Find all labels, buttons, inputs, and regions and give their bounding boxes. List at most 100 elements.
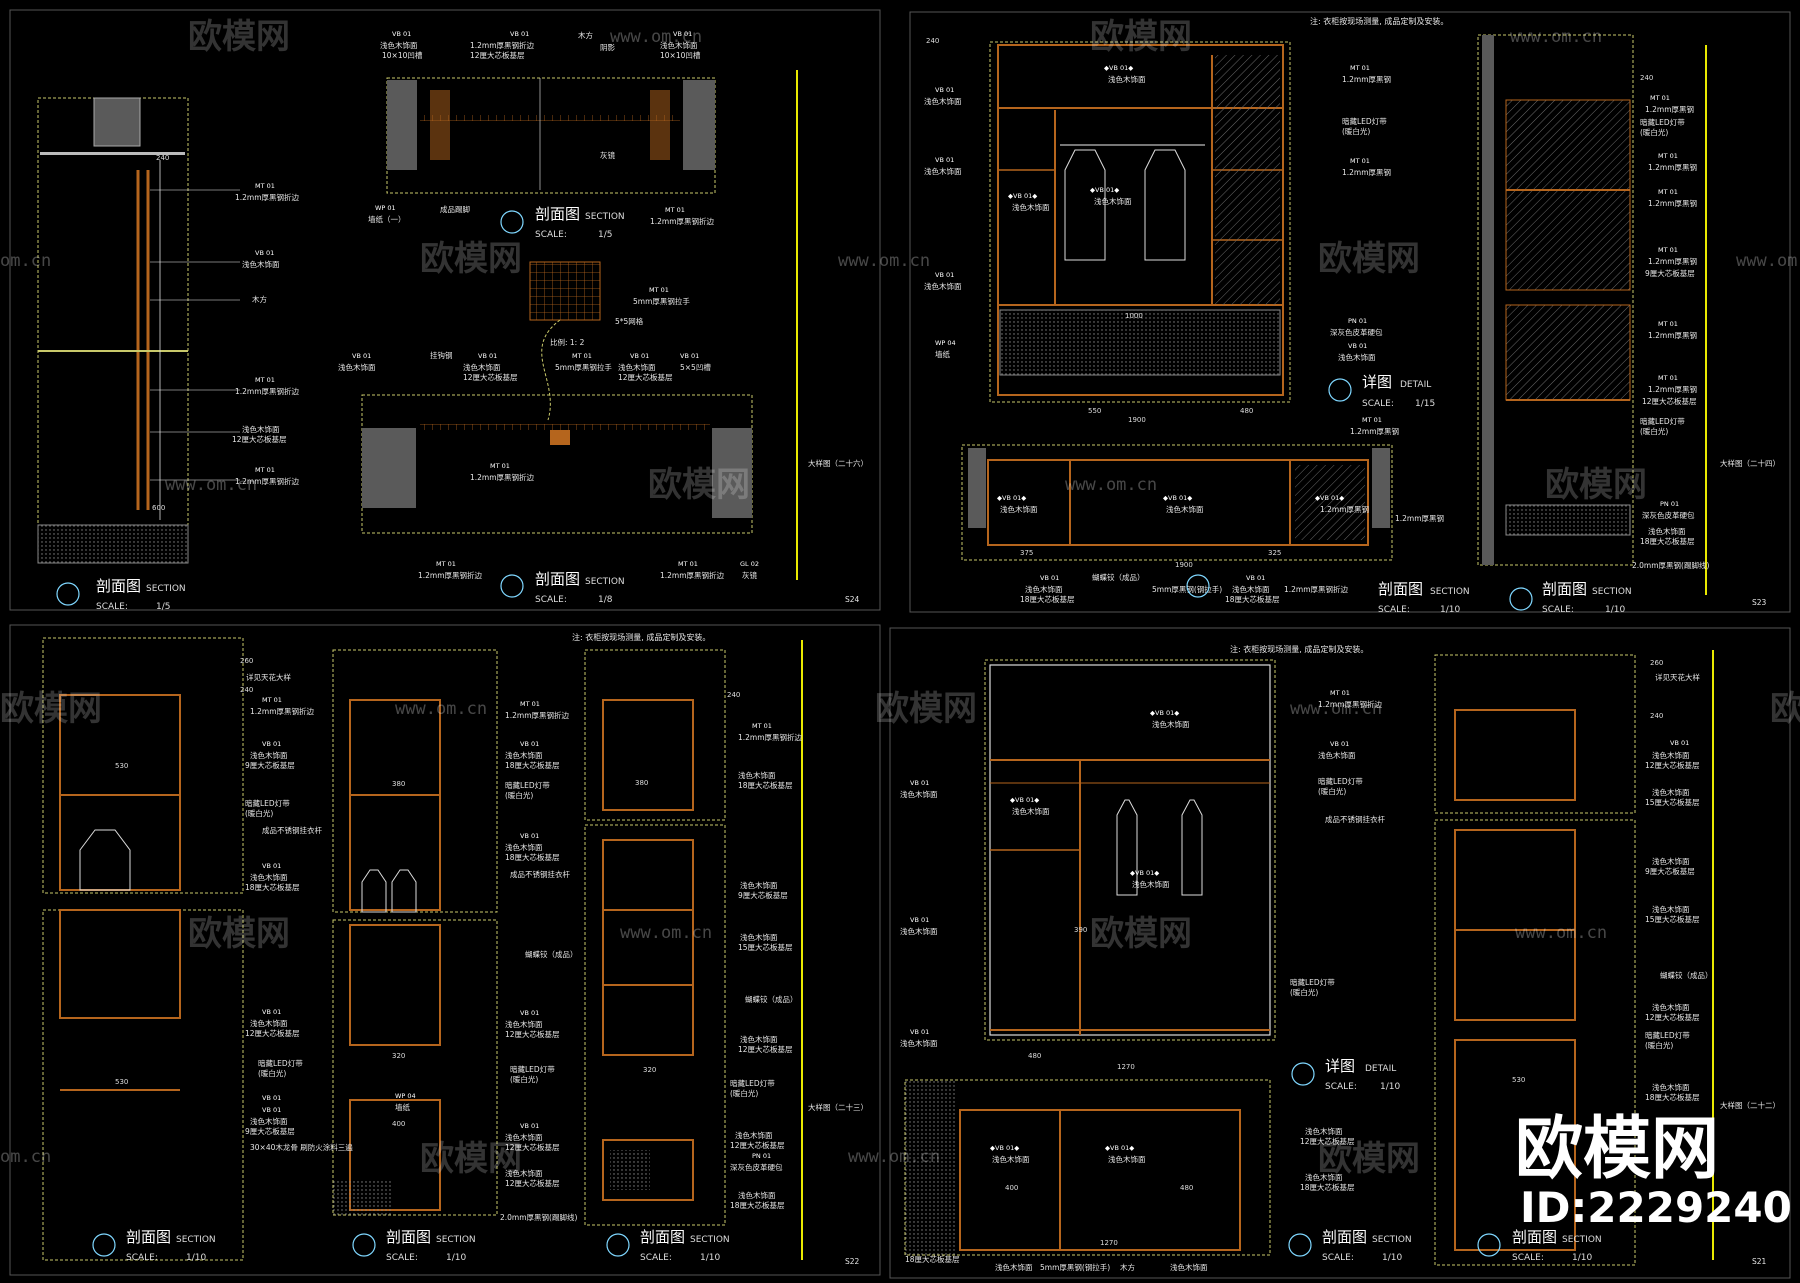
scale-label: SCALE: bbox=[126, 1253, 158, 1263]
callout-led-warm: (暖白光) bbox=[1290, 987, 1318, 997]
watermarks: 欧模网 欧模网 欧模网 欧模网 欧模网 欧模网 欧模网 欧模网 欧模网 欧模网 … bbox=[0, 17, 1800, 1179]
callout-steel: 1.2mm厚黑钢 bbox=[1342, 74, 1391, 84]
callout-board: 12厘大芯板基层 bbox=[505, 1142, 560, 1152]
tag-mt01: MT 01 bbox=[255, 376, 275, 384]
title-section: 剖面图 bbox=[535, 205, 580, 223]
dim: 1000 bbox=[1125, 312, 1143, 320]
sheet-code: 大样图（二十三） bbox=[808, 1102, 868, 1112]
tag-vb01: VB 01 bbox=[262, 1106, 281, 1114]
watermark-logo: 欧模网 bbox=[1090, 914, 1192, 954]
tag-mt01: MT 01 bbox=[1650, 94, 1670, 102]
dim: 240 bbox=[156, 154, 169, 162]
scale-value: 1/10 bbox=[1380, 1082, 1400, 1092]
callout-wood: 浅色木饰面 bbox=[738, 770, 776, 780]
dim: 240 bbox=[1650, 712, 1663, 720]
watermark-logo: 欧模网 bbox=[420, 1139, 522, 1179]
watermark-logo: 欧模网 bbox=[1090, 17, 1192, 57]
callout-gap: 10×10凹槽 bbox=[382, 50, 423, 60]
callout-led-warm: (暖白光) bbox=[505, 790, 533, 800]
callout-board: 12厘大芯板基层 bbox=[1300, 1136, 1355, 1146]
tag-mt01: MT 01 bbox=[255, 182, 275, 190]
title-section: 剖面图 bbox=[126, 1228, 171, 1246]
callout-wood-strip: 木方 bbox=[252, 294, 267, 304]
callout-board: 12厘大芯板基层 bbox=[470, 50, 525, 60]
callout-wood: 浅色木饰面 bbox=[1652, 904, 1690, 914]
callout-wood: 浅色木饰面 bbox=[1305, 1126, 1343, 1136]
tag-vb01: VB 01 bbox=[520, 832, 539, 840]
callout-glass: 灰镜 bbox=[742, 570, 757, 580]
tag-vb01: VB 01 bbox=[673, 30, 692, 38]
tag-mt01: MT 01 bbox=[1658, 374, 1678, 382]
site-badge: 欧模网 ID:2229240 bbox=[1515, 1110, 1792, 1232]
callout-board: 12厘大芯板基层 bbox=[730, 1140, 785, 1150]
tag-mt01: MT 01 bbox=[1350, 157, 1370, 165]
dim: 530 bbox=[1512, 1076, 1525, 1084]
tag-vb01: VB 01 bbox=[1246, 574, 1265, 582]
callout-shadow: 阴影 bbox=[600, 42, 615, 52]
callout-wood: 浅色木饰面 bbox=[1652, 787, 1690, 797]
tag-mt01: MT 01 bbox=[1658, 246, 1678, 254]
callout-rod: 成品不锈钢挂衣杆 bbox=[262, 825, 322, 835]
watermark-logo: 欧模网 bbox=[0, 689, 102, 729]
callout-board: 12厘大芯板基层 bbox=[618, 372, 673, 382]
watermark-url: www.om.cn bbox=[1065, 475, 1157, 495]
callout-screw: 5*5网格 bbox=[615, 316, 644, 326]
watermark-url: om.cn bbox=[0, 1147, 51, 1167]
tag-mt01: MT 01 bbox=[1330, 689, 1350, 697]
tag-mt01: MT 01 bbox=[255, 466, 275, 474]
callout-finish: 成品踢脚 bbox=[440, 204, 470, 214]
title-section: 剖面图 bbox=[1322, 1228, 1367, 1246]
sheet-code: 大样图（二十六） bbox=[808, 458, 868, 468]
callout-wood: 浅色木饰面 bbox=[900, 1038, 938, 1048]
title-section: 剖面图 bbox=[96, 577, 141, 595]
callout-steel: 1.2mm厚黑钢折边 bbox=[235, 476, 300, 486]
tag-pn01: PN 01 bbox=[752, 1152, 771, 1160]
scale-label: SCALE: bbox=[386, 1253, 418, 1263]
callout-steel: 1.2mm厚黑钢折边 bbox=[235, 192, 300, 202]
callout-ceiling: 详见天花大样 bbox=[246, 672, 291, 682]
tag-mt01: MT 01 bbox=[520, 700, 540, 708]
yellow-border-lines bbox=[796, 45, 1714, 1260]
callout-wood: 浅色木饰面 bbox=[338, 362, 376, 372]
panel-1-section-c bbox=[361, 394, 753, 534]
title-detail-en: DETAIL bbox=[1365, 1064, 1396, 1074]
callout-wood: 浅色木饰面 bbox=[250, 1018, 288, 1028]
scale-label: SCALE: bbox=[1325, 1082, 1357, 1092]
dim: 1900 bbox=[1175, 561, 1193, 569]
callout-handle: 5mm厚黑钢拉手 bbox=[555, 362, 612, 372]
tag-vb01: VB 01 bbox=[910, 1028, 929, 1036]
callout-wood: 浅色木饰面 bbox=[995, 1262, 1033, 1272]
callout-wood: 浅色木饰面 bbox=[1132, 879, 1170, 889]
callout-wood: 浅色木饰面 bbox=[242, 259, 280, 269]
tag-vb01-dv: ◆VB 01◆ bbox=[997, 494, 1026, 502]
callout-led: 暗藏LED灯带 bbox=[1318, 776, 1363, 786]
watermark-logo: 欧模网 bbox=[1770, 689, 1800, 729]
tag-mt01: MT 01 bbox=[1350, 64, 1370, 72]
watermark-logo: 欧模网 bbox=[1318, 239, 1420, 279]
tag-pn01: PN 01 bbox=[1660, 500, 1679, 508]
scale-label: SCALE: bbox=[1542, 605, 1574, 615]
callout-board: 12厘大芯板基层 bbox=[505, 1029, 560, 1039]
title-section: 剖面图 bbox=[535, 570, 580, 588]
scale-value: 1/10 bbox=[1572, 1253, 1592, 1263]
tag-vb01: VB 01 bbox=[910, 916, 929, 924]
callout-wood: 浅色木饰面 bbox=[1012, 202, 1050, 212]
dim: 400 bbox=[1005, 1184, 1018, 1192]
tag-vb01: VB 01 bbox=[510, 30, 529, 38]
tag-vb01: VB 01 bbox=[1348, 342, 1367, 350]
title-detail: 详图 bbox=[1325, 1057, 1355, 1075]
watermark-url: om.cn bbox=[0, 251, 51, 271]
callout-glass: 灰镜 bbox=[600, 150, 615, 160]
panel-3-section-c bbox=[584, 649, 726, 1226]
dimensions: 240 600 1900 1000 550 480 1900 375 325 2… bbox=[115, 37, 1663, 1247]
tag-vb01: VB 01 bbox=[520, 740, 539, 748]
callout-wood: 浅色木饰面 bbox=[1652, 856, 1690, 866]
callout-wood: 浅色木饰面 bbox=[1305, 1172, 1343, 1182]
callout-wallpaper2: 墙纸 bbox=[395, 1102, 410, 1112]
title-section-en: SECTION bbox=[146, 584, 186, 594]
title-section-en: SECTION bbox=[1430, 587, 1470, 597]
tag-vb01: VB 01 bbox=[520, 1009, 539, 1017]
dim: 380 bbox=[392, 780, 405, 788]
callout-led-warm: (暖白光) bbox=[245, 808, 273, 818]
tag-mt01: MT 01 bbox=[649, 286, 669, 294]
